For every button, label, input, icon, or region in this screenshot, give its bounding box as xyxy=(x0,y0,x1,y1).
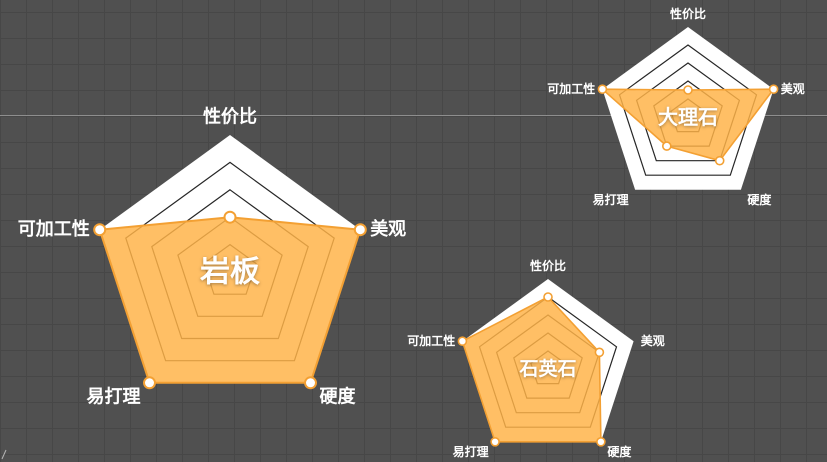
axis-label-workability: 可加工性 xyxy=(547,81,595,96)
chart-title-quartz: 石英石 xyxy=(518,357,576,380)
axis-label-easy-care: 易打理 xyxy=(453,444,489,459)
radar-data-area xyxy=(461,296,602,443)
data-point-aesthetics xyxy=(353,223,367,237)
chart-title-slab: 岩板 xyxy=(200,255,260,290)
data-point-workability xyxy=(93,223,107,237)
data-point-hardness xyxy=(304,376,317,390)
data-point-value-for-money xyxy=(683,85,693,95)
data-point-hardness xyxy=(714,155,725,166)
axis-label-value-for-money: 性价比 xyxy=(203,106,257,128)
data-point-workability xyxy=(597,84,608,94)
axis-label-aesthetics: 美观 xyxy=(370,218,406,240)
axis-label-workability: 可加工性 xyxy=(407,333,455,348)
axis-label-hardness: 硬度 xyxy=(607,444,632,459)
data-point-workability xyxy=(457,336,468,347)
data-point-hardness xyxy=(596,436,606,447)
axis-label-easy-care: 易打理 xyxy=(593,192,629,207)
axis-label-workability: 可加工性 xyxy=(18,218,90,240)
axis-label-hardness: 硬度 xyxy=(320,386,357,408)
data-point-aesthetics xyxy=(594,347,605,358)
axis-label-value-for-money: 性价比 xyxy=(529,258,566,273)
data-point-value-for-money xyxy=(223,210,237,224)
axis-label-value-for-money: 性价比 xyxy=(669,6,706,21)
radar-split-ring xyxy=(618,44,758,176)
axis-label-easy-care: 易打理 xyxy=(87,386,141,408)
data-point-easy-care xyxy=(490,436,500,447)
axis-label-hardness: 硬度 xyxy=(747,192,772,207)
axis-label-aesthetics: 美观 xyxy=(781,81,805,96)
data-point-value-for-money xyxy=(543,292,553,302)
chart-title-marble: 大理石 xyxy=(658,105,718,129)
radar-data-area xyxy=(98,216,362,384)
data-point-easy-care xyxy=(661,141,672,151)
data-point-aesthetics xyxy=(768,84,779,94)
radar-data-area xyxy=(601,88,775,162)
canvas-corner-mark xyxy=(1,449,7,460)
axis-label-aesthetics: 美观 xyxy=(641,333,665,348)
data-point-easy-care xyxy=(143,376,156,390)
